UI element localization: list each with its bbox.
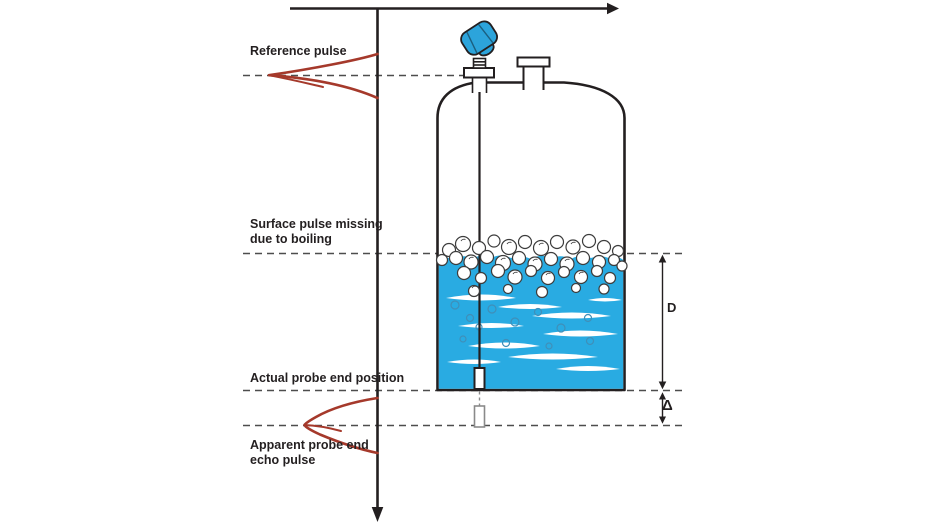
dimension-d-arrow — [658, 254, 667, 390]
distance-axis — [371, 8, 384, 522]
apparent-probe-end-weight — [473, 405, 486, 428]
tank-nozzle — [516, 56, 551, 90]
apparent-probe-end-pulse-curve — [303, 396, 379, 455]
apparent-probe-text-line1: Apparent probe end — [250, 438, 369, 452]
probe-end-weight — [473, 367, 486, 390]
reference-pulse-text: Reference pulse — [250, 44, 347, 58]
surface-pulse-text-line1: Surface pulse missing — [250, 217, 383, 231]
reference-pulse-label: Reference pulse — [250, 44, 347, 59]
dimension-d-label: D — [667, 300, 677, 315]
apparent-probe-end-label: Apparent probe end echo pulse — [250, 438, 369, 468]
liquid-swirls — [446, 294, 622, 371]
time-axis — [290, 2, 619, 15]
probe-flange — [463, 67, 495, 93]
actual-probe-end-label: Actual probe end position — [250, 371, 404, 386]
submerged-bubbles — [450, 300, 595, 350]
dimension-delta-arrow — [659, 392, 666, 424]
apparent-probe-text-line2: echo pulse — [250, 453, 316, 467]
reference-pulse-curve — [267, 52, 379, 100]
surface-pulse-label: Surface pulse missing due to boiling — [250, 217, 383, 247]
level-transmitter-icon — [460, 20, 498, 69]
actual-probe-end-text: Actual probe end position — [250, 371, 405, 385]
surface-pulse-text-line2: due to boiling — [250, 232, 332, 246]
surface-bubbles — [435, 233, 628, 299]
dimension-delta-label: Δ — [662, 397, 673, 414]
